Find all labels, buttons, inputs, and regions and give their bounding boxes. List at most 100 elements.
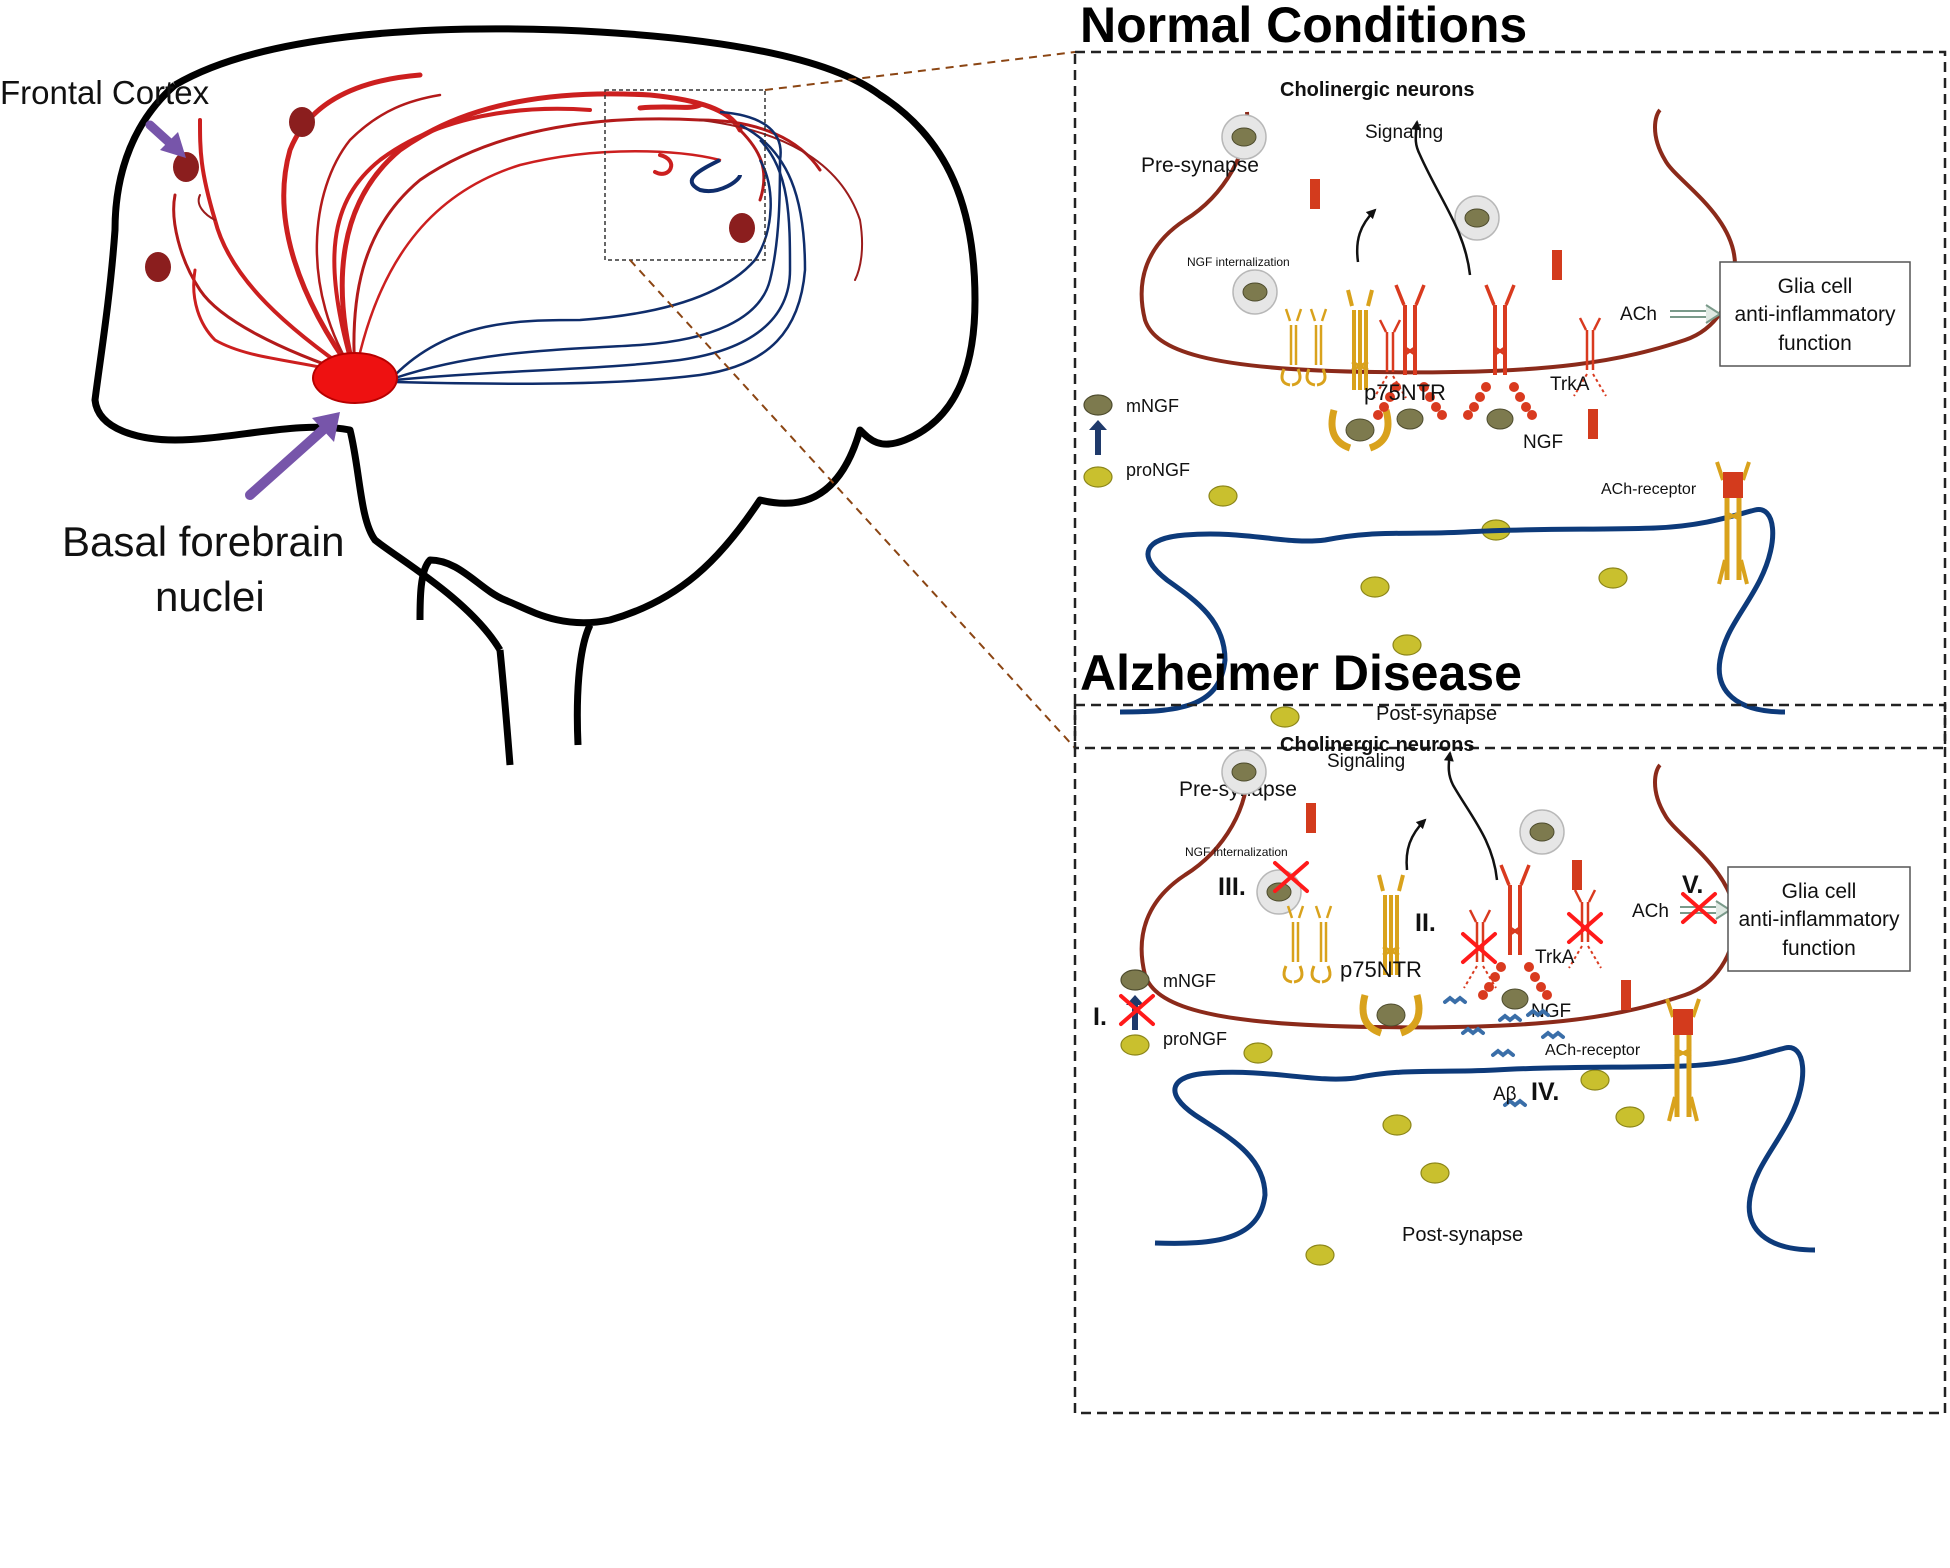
panel-title-alzheimer: Alzheimer Disease (1080, 645, 1522, 701)
ach-label: ACh (1632, 901, 1669, 922)
signaling-arrow (1411, 120, 1472, 276)
prongf-particle (1382, 1114, 1412, 1136)
cortical-neuron (173, 152, 199, 182)
frontal-cortex-label: Frontal Cortex (0, 74, 210, 111)
prongf-particle (1305, 1244, 1335, 1266)
cholinergic-neurons-label: Cholinergic neurons (1280, 734, 1474, 756)
prongf-particle (1270, 706, 1300, 728)
glia-line3: function (1778, 332, 1852, 355)
mngf-label: mNGF (1126, 396, 1179, 416)
glia-line2: anti-inflammatory (1738, 908, 1900, 931)
brain-sagittal-view: Frontal Cortex Basal forebrain nuclei (0, 25, 1076, 766)
ach-receptor (1717, 462, 1749, 584)
basal-forebrain-label-line2: nuclei (155, 573, 265, 620)
inhibition-cross-ii (1461, 932, 1497, 964)
cholinergic-neurons-label: Cholinergic neurons (1280, 79, 1474, 101)
vesicle (1454, 195, 1500, 241)
glia-cell-box: Glia cell anti-inflammatory function (1719, 261, 1911, 367)
inhibition-cross-trka (1567, 912, 1603, 944)
glia-line2: anti-inflammatory (1734, 303, 1896, 326)
signaling-arrow (1356, 208, 1377, 263)
marker-iv: IV. (1531, 1078, 1559, 1106)
panel-frame (1073, 703, 1947, 1415)
prongf-particle (1580, 1069, 1610, 1091)
panel-normal-conditions: Cholinergic neurons Pre-synapse Signalin… (1073, 50, 1947, 750)
brain-outline-front (91, 82, 504, 652)
blue-fibers (394, 110, 807, 385)
p75ntr-receptor (1305, 307, 1328, 387)
post-synapse-label: Post-synapse (1402, 1224, 1523, 1246)
cortical-neuron (145, 252, 171, 282)
trka-label: TrkA (1550, 374, 1590, 395)
p75ntr-label: p75NTR (1340, 957, 1422, 982)
pre-synapse-label: Pre-synapse (1141, 154, 1259, 177)
ach-receptor (1667, 999, 1699, 1121)
marker-i: I. (1093, 1003, 1107, 1031)
p75ntr-label: p75NTR (1364, 380, 1446, 405)
prongf-label: proNGF (1126, 460, 1190, 480)
marker-ii: II. (1415, 909, 1436, 937)
presynaptic-membrane (1139, 763, 1738, 1030)
mngf-label: mNGF (1163, 971, 1216, 991)
ach-vesicle-block (1310, 179, 1320, 209)
mngf-particle (1083, 394, 1113, 416)
p75ntr-receptor (1280, 307, 1303, 387)
ach-receptor-label: ACh-receptor (1601, 481, 1697, 498)
ngf-internalized-vesicle (1232, 269, 1278, 315)
mngf-particle (1120, 969, 1150, 991)
p75ntr-receptor (1282, 904, 1305, 984)
trka-label: TrkA (1535, 947, 1575, 968)
postsynaptic-membrane (1119, 507, 1786, 715)
prongf-label: proNGF (1163, 1029, 1227, 1049)
ach-receptor-label: ACh-receptor (1545, 1042, 1641, 1059)
postsynaptic-membrane (1154, 1045, 1816, 1253)
basal-forebrain-nucleus (312, 352, 398, 404)
marker-iii: III. (1218, 873, 1246, 901)
p75ntr-receptor-bound (1363, 875, 1419, 1033)
trka-receptor-bound (1371, 283, 1449, 431)
frontal-cortex-arrow (145, 120, 186, 158)
ach-vesicle-block (1306, 803, 1316, 833)
prongf-particle (1208, 485, 1238, 507)
basal-forebrain-label: Basal forebrain (62, 518, 345, 565)
panel-frame (1073, 50, 1947, 750)
ngf-label: NGF (1523, 432, 1563, 453)
prongf-particle (1243, 1042, 1273, 1064)
signaling-label: Signaling (1365, 122, 1443, 143)
post-synapse-label: Post-synapse (1376, 703, 1497, 725)
ngf-internalization-label: NGF internalization (1185, 845, 1288, 859)
marker-v: V. (1682, 871, 1703, 899)
glia-line1: Glia cell (1778, 275, 1853, 298)
ach-label: ACh (1620, 304, 1657, 325)
prongf-particle (1083, 466, 1113, 488)
zoom-guide-bottom (629, 259, 1076, 749)
glia-line3: function (1782, 937, 1856, 960)
trka-receptor-bound (1461, 283, 1539, 431)
zoom-guide-top (764, 51, 1076, 91)
prongf-particle (1360, 576, 1390, 598)
brain-outline (173, 25, 979, 627)
abeta-peptide (1491, 1049, 1515, 1057)
prongf-particle (1420, 1162, 1450, 1184)
vesicle (1221, 114, 1267, 160)
panel-alzheimer-disease: Cholinergic neurons Pre-synapse Signalin… (1073, 703, 1947, 1415)
ach-vesicle-block (1552, 250, 1562, 280)
prongf-particle (1598, 567, 1628, 589)
signaling-label: Signaling (1327, 751, 1405, 772)
brainstem-left (496, 649, 514, 766)
abeta-peptide (1541, 1031, 1565, 1039)
ach-release-block (1621, 980, 1631, 1010)
vesicle (1519, 809, 1565, 855)
signaling-arrow (1405, 818, 1427, 871)
presynaptic-membrane (1139, 108, 1738, 375)
p75ntr-receptor-bound (1332, 290, 1388, 448)
panel-title-normal: Normal Conditions (1080, 0, 1527, 53)
prongf-to-mngf-arrowhead (1089, 420, 1107, 430)
vesicle (1221, 749, 1267, 795)
glia-cell-box: Glia cell anti-inflammatory function (1727, 866, 1911, 972)
cortical-neuron (729, 213, 755, 243)
prongf-particle (1120, 1034, 1150, 1056)
ngf-label: NGF (1531, 1001, 1571, 1022)
